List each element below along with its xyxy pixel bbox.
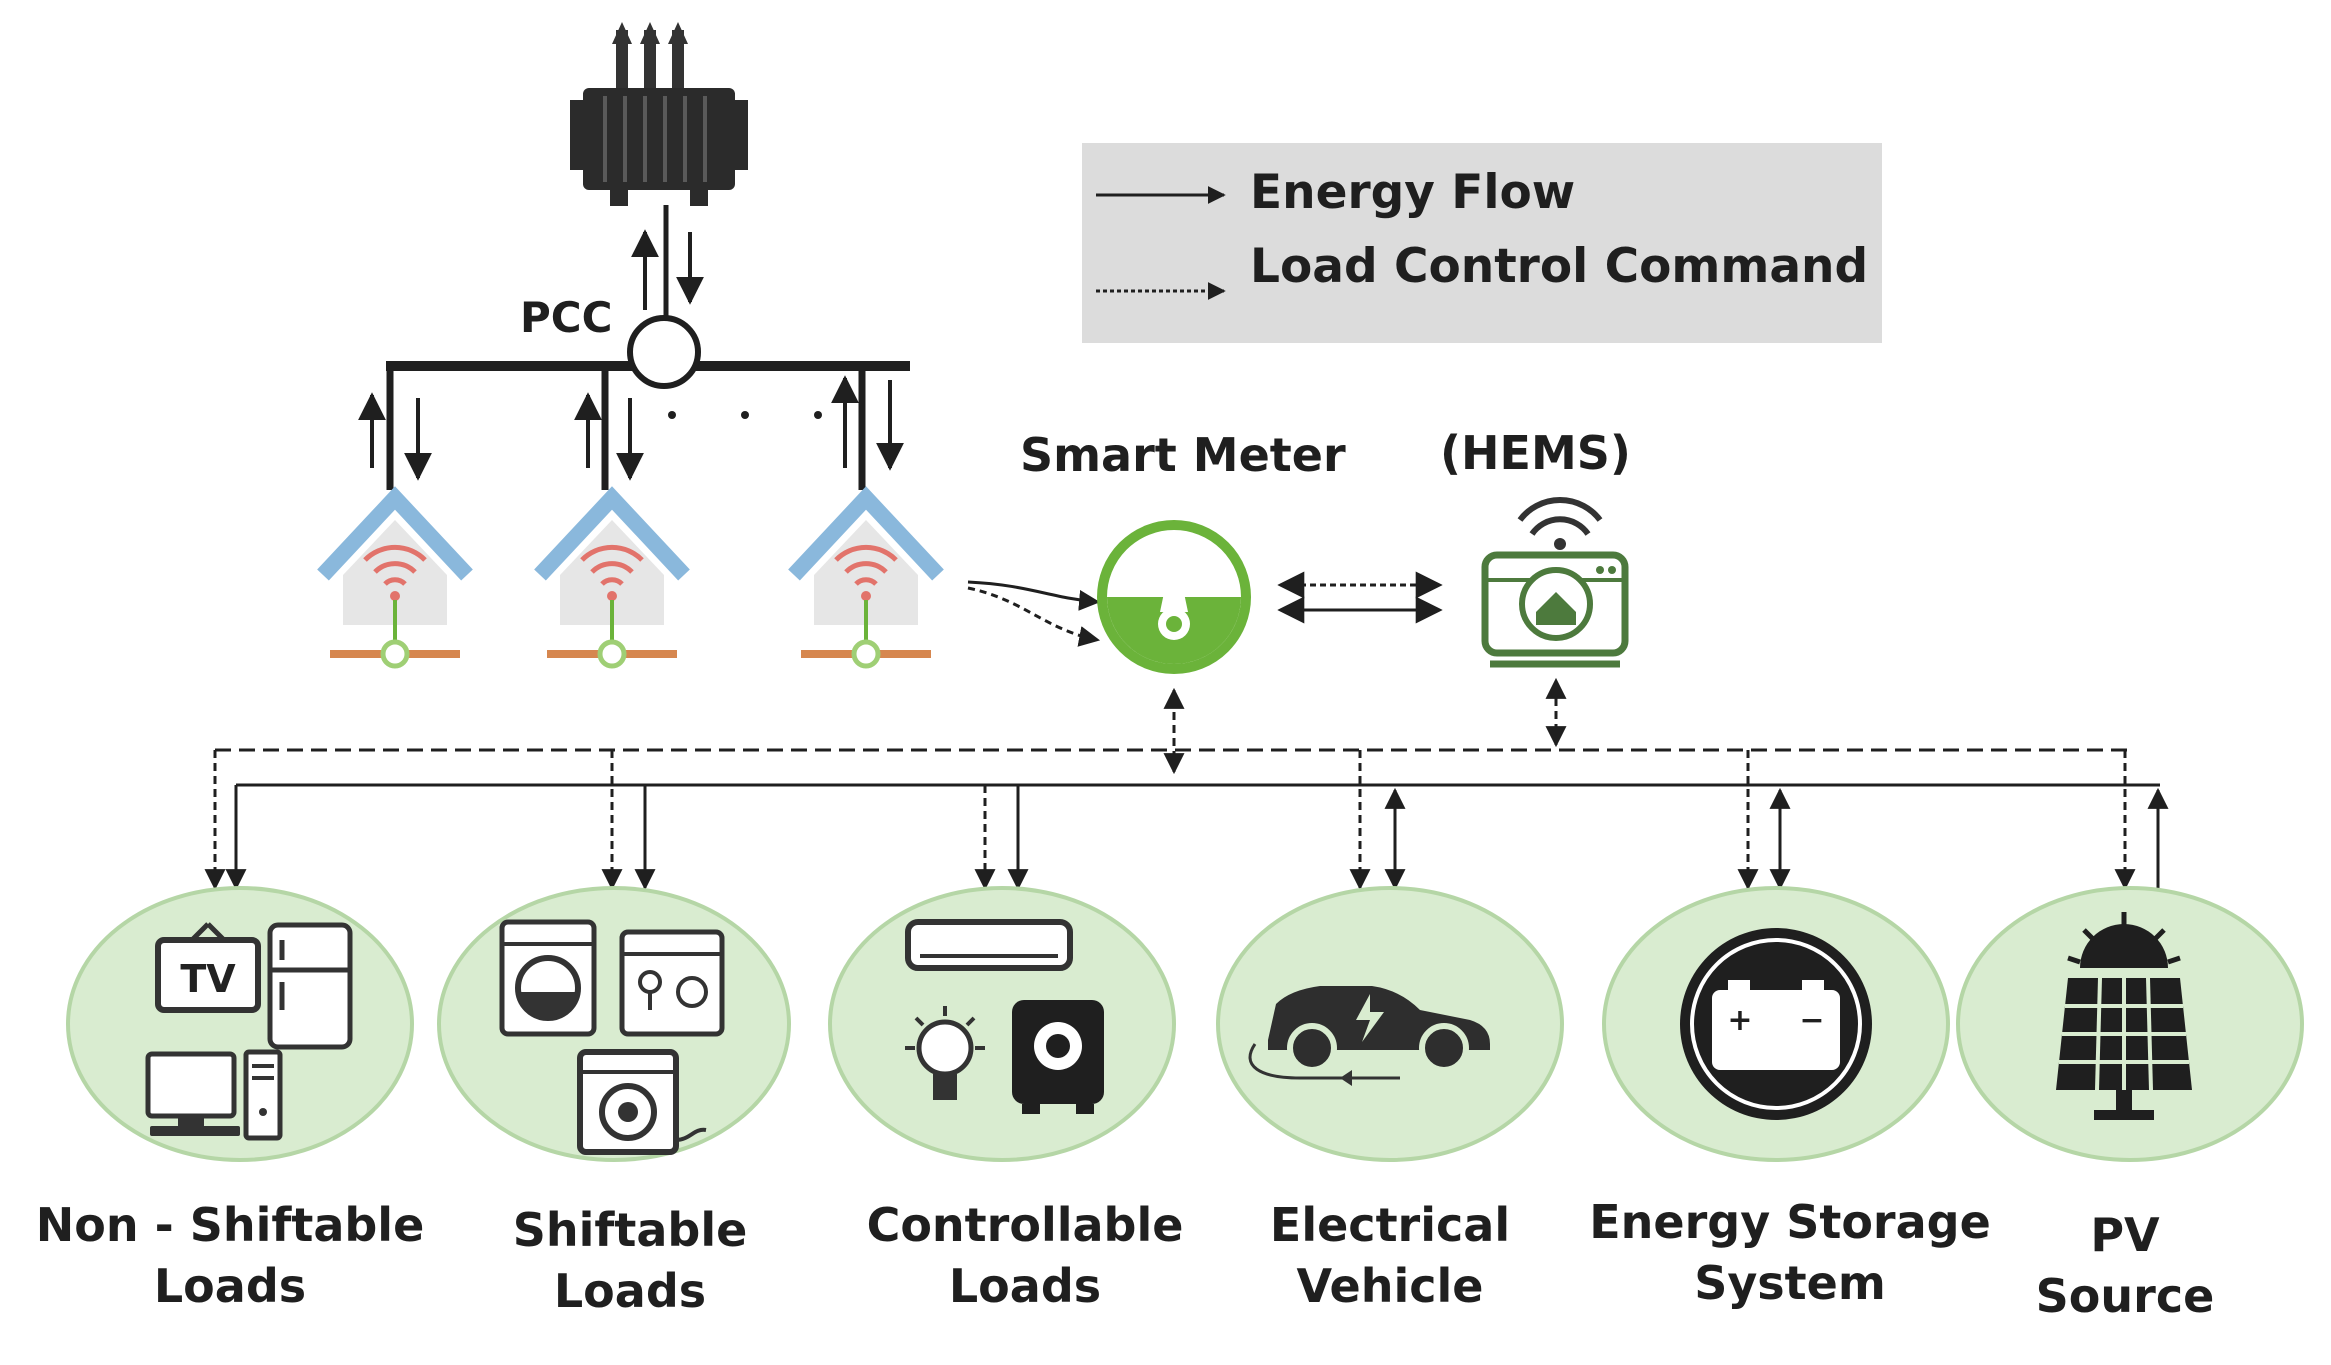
svg-text:−: − [1799, 1003, 1824, 1038]
load-circle-non-shiftable: TV [66, 886, 414, 1162]
legend-box: Energy Flow Load Control Command [1082, 143, 1882, 343]
load-circle-ev [1216, 886, 1564, 1162]
light-bulb-icon [905, 1006, 985, 1100]
load-circle-shiftable [437, 886, 791, 1162]
washing-machine-icon [499, 919, 597, 1037]
dishwasher-icon [619, 929, 725, 1037]
tv-label: TV [180, 957, 236, 1001]
house-icon-3 [788, 486, 944, 669]
air-conditioner-icon [905, 919, 1073, 971]
load-circle-controllable [828, 886, 1176, 1162]
load-circle-pv [1956, 886, 2304, 1162]
hems-label: (HEMS) [1440, 426, 1631, 480]
transformer-icon [570, 22, 748, 206]
battery-icon: + − [1680, 928, 1872, 1120]
svg-text:+: + [1727, 1003, 1752, 1038]
house-icon-1 [317, 486, 473, 669]
ellipsis-dots [668, 411, 822, 419]
pcc-node [627, 315, 701, 389]
house-icon-2 [534, 486, 690, 669]
legend-arrows [1096, 186, 1226, 300]
fridge-icon [267, 922, 353, 1050]
hems-icon [1481, 497, 1629, 668]
computer-icon [145, 1049, 283, 1141]
dryer-icon [577, 1049, 707, 1155]
solar-panel-icon [2056, 912, 2192, 1120]
pcc-label: PCC [520, 293, 613, 342]
heater-icon [1012, 1000, 1104, 1114]
smart-meter-label: Smart Meter [1020, 428, 1346, 482]
tv-icon: TV [155, 922, 261, 1013]
electric-car-icon [1248, 986, 1490, 1086]
smart-meter-icon [1097, 520, 1251, 674]
load-circle-storage: + − [1602, 886, 1950, 1162]
legend-load-control: Load Control Command [1250, 239, 1869, 294]
legend-energy-flow: Energy Flow [1250, 165, 1576, 220]
